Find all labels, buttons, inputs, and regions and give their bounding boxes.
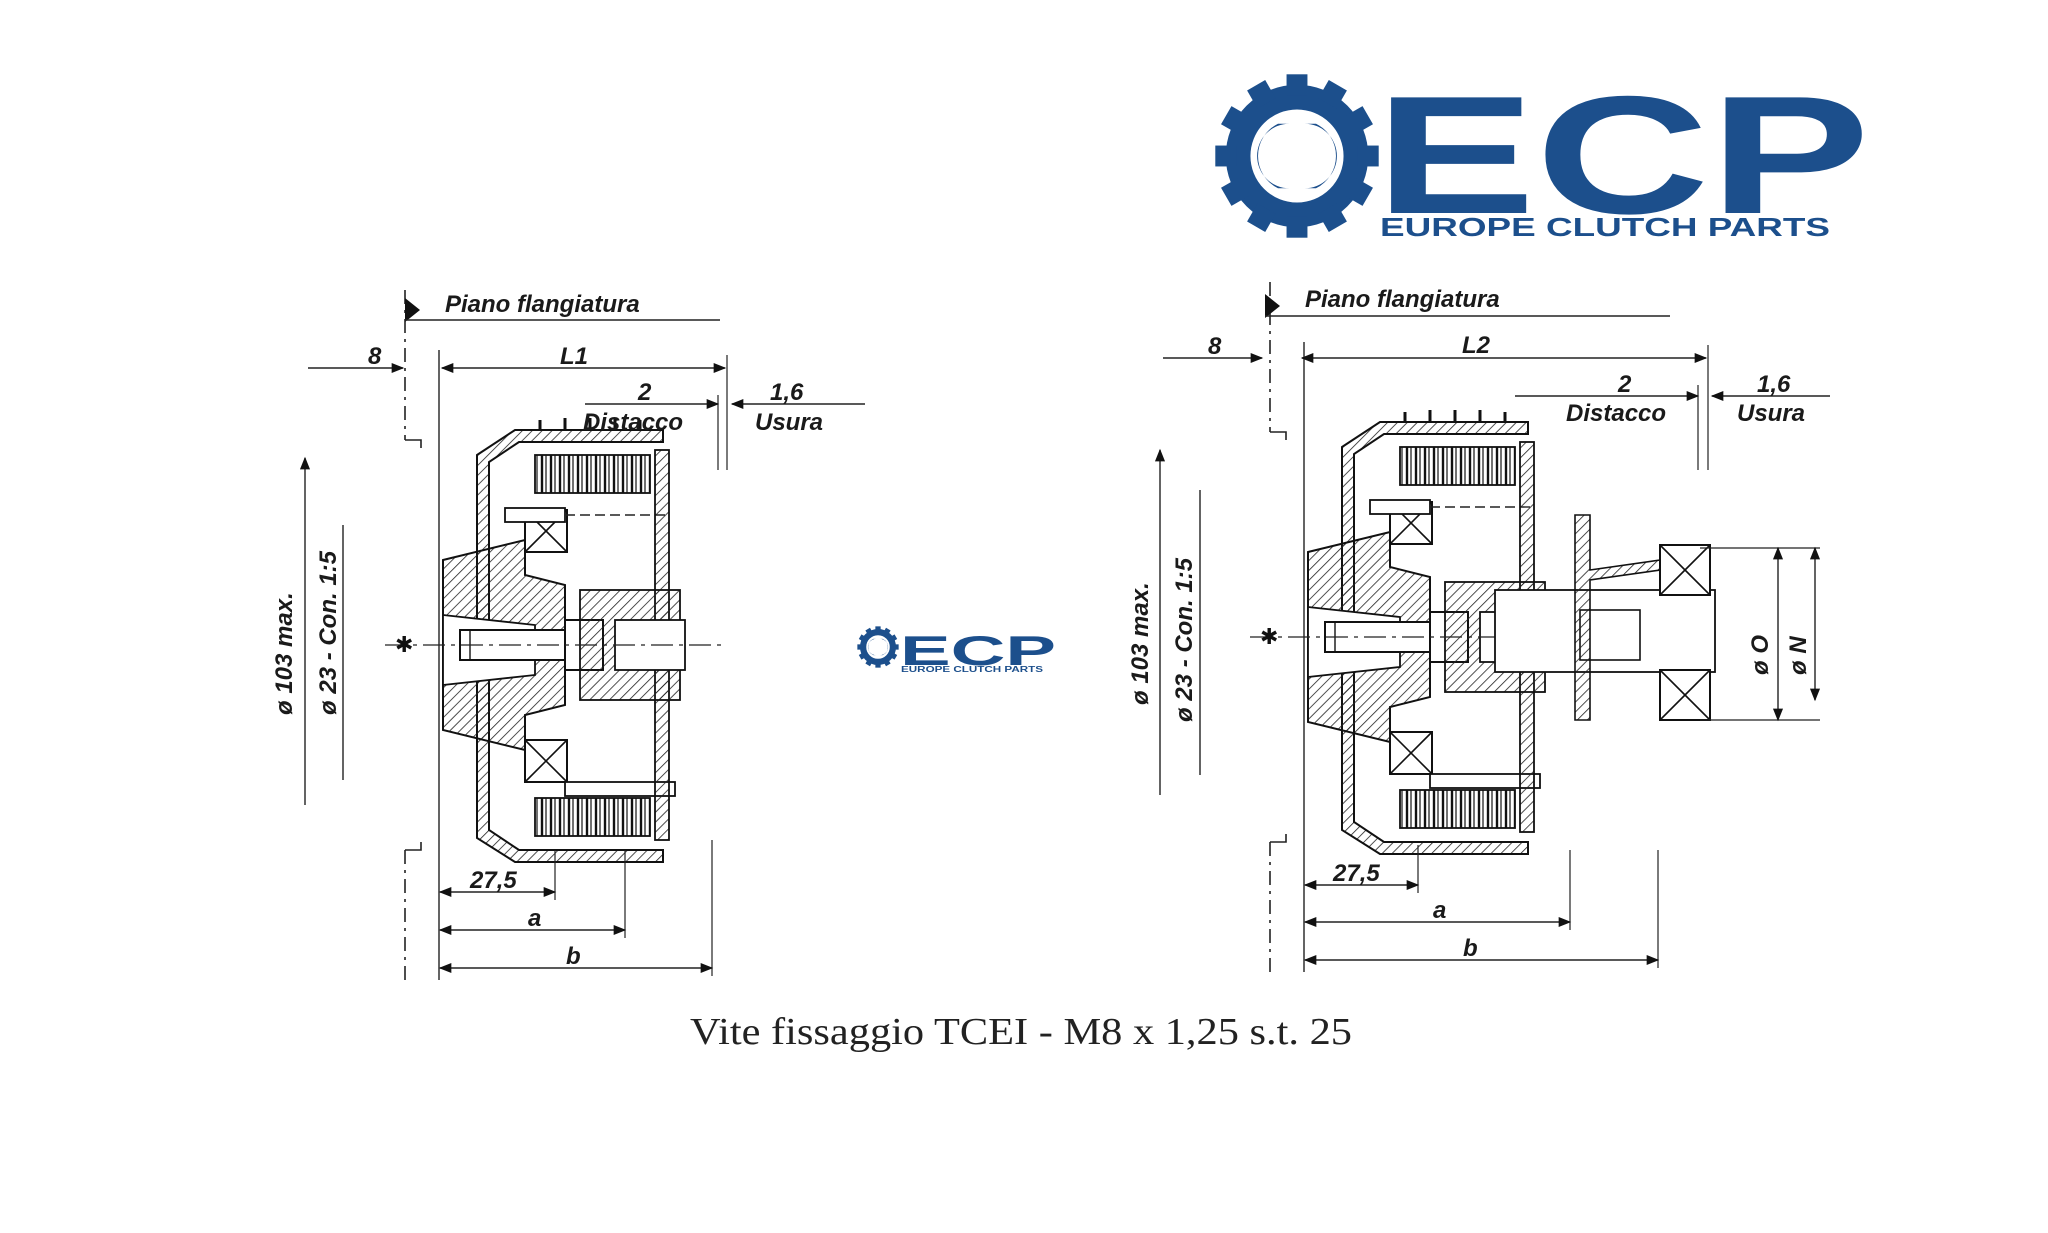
left-dim-b: b — [566, 943, 581, 970]
right-dia-taper: ø 23 - Con. 1:5 — [1171, 557, 1198, 722]
left-gap-label: Distacco — [583, 409, 683, 436]
right-clutch-drawing: Piano flangiatura 8 L2 2 Distacco 1,6 Us… — [1127, 280, 1830, 974]
left-dim-a: a — [528, 905, 541, 932]
logo-small-letters: ECP — [900, 627, 1056, 674]
right-dia-max: ø 103 max. — [1127, 582, 1154, 705]
left-dim-L1: L1 — [560, 343, 588, 370]
logo-small-tagline: EUROPE CLUTCH PARTS — [901, 665, 1044, 674]
left-dim-27-5: 27,5 — [469, 867, 517, 894]
caption: Vite fissaggio TCEI - M8 x 1,25 s.t. 25 — [690, 1011, 1352, 1053]
ecp-logo: ECP EUROPE CLUTCH PARTS — [1215, 61, 1870, 249]
left-dim-wear: 1,6 — [770, 379, 804, 406]
right-dim-gap: 2 — [1617, 371, 1632, 398]
gear-icon — [857, 626, 898, 667]
left-wear-label: Usura — [755, 409, 823, 436]
logo-letters: ECP — [1375, 61, 1870, 249]
left-flange-plane-label: Piano flangiatura — [445, 291, 640, 318]
right-dim-wear: 1,6 — [1757, 371, 1791, 398]
ecp-logo-small: ECP EUROPE CLUTCH PARTS — [857, 626, 1056, 674]
right-dim-8: 8 — [1208, 333, 1222, 360]
right-dim-b: b — [1463, 935, 1478, 962]
right-flange-plane-label: Piano flangiatura — [1305, 286, 1500, 313]
left-dia-taper: ø 23 - Con. 1:5 — [315, 550, 342, 715]
left-dim-gap: 2 — [637, 379, 652, 406]
logo-tagline: EUROPE CLUTCH PARTS — [1380, 212, 1830, 242]
right-dia-n: ø N — [1785, 636, 1812, 675]
right-wear-label: Usura — [1737, 400, 1805, 427]
right-dim-27-5: 27,5 — [1332, 860, 1380, 887]
right-dim-L2: L2 — [1462, 332, 1491, 359]
left-dim-8: 8 — [368, 343, 382, 370]
right-dia-o: ø O — [1747, 635, 1774, 675]
right-dim-a: a — [1433, 897, 1446, 924]
left-clutch-drawing: Piano flangiatura 8 L1 2 Distacco 1,6 Us… — [271, 288, 865, 982]
right-gap-label: Distacco — [1566, 400, 1666, 427]
left-dia-max: ø 103 max. — [271, 592, 298, 715]
gear-icon — [1215, 74, 1378, 237]
